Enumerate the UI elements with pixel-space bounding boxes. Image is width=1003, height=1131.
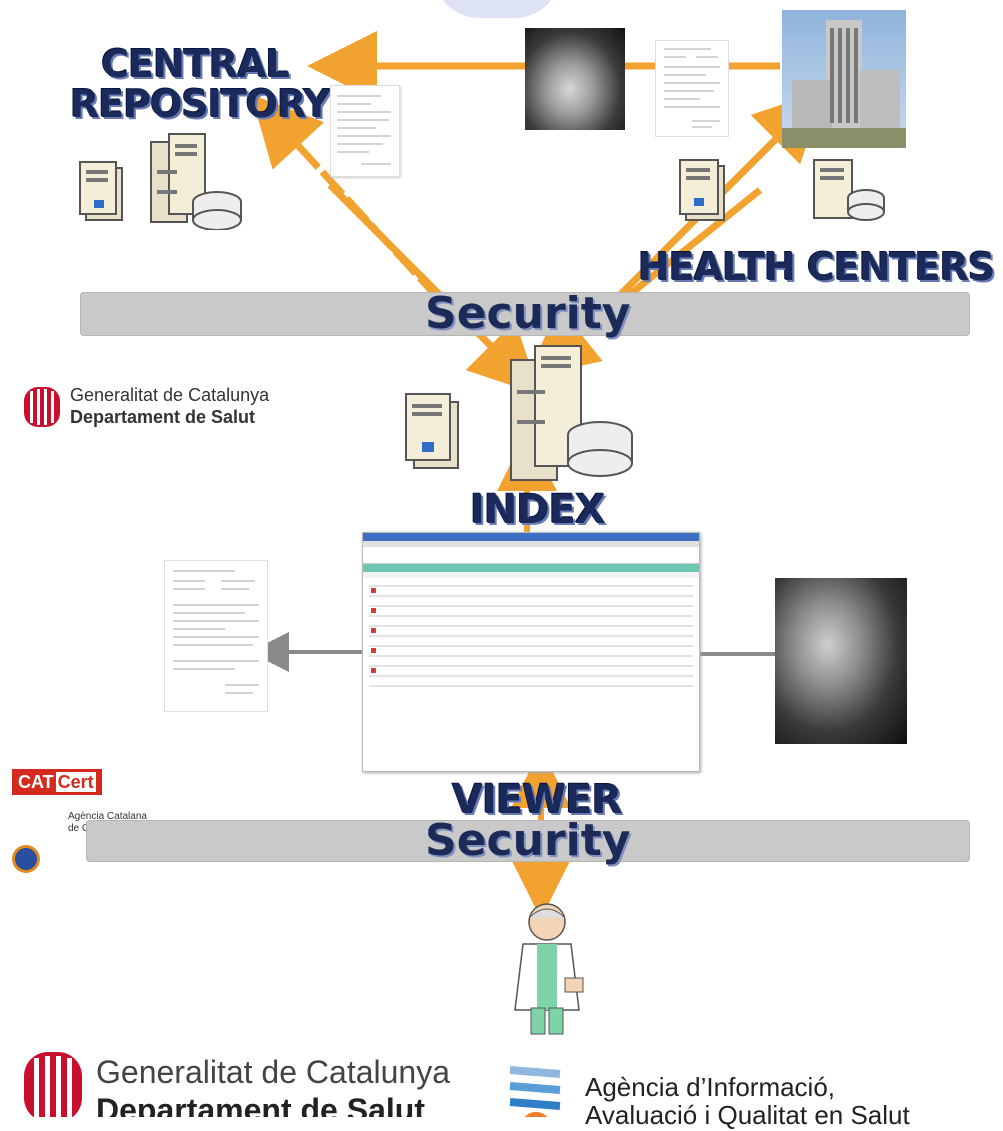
hospital-building-image xyxy=(782,10,906,148)
gencat-large-line1: Generalitat de Catalunya xyxy=(96,1054,450,1090)
health-center-server-icon xyxy=(679,159,725,221)
viewer-screenshot xyxy=(362,532,700,772)
security-bar-top xyxy=(80,292,970,336)
arrow-repository-to-index xyxy=(327,182,540,395)
central-repository-label: CENTRAL REPOSITORY xyxy=(70,42,331,126)
catcert-seal-icon xyxy=(12,845,40,873)
gencat-logo-large: Generalitat de Catalunya Departament de … xyxy=(22,1050,482,1117)
repository-database-icon xyxy=(150,133,242,230)
health-document-thumbnail xyxy=(655,40,729,137)
security-label-bottom: Security xyxy=(425,815,631,866)
repository-server-icon xyxy=(79,161,123,221)
health-centers-label: HEALTH CENTERS xyxy=(638,245,995,289)
catcert-line1: Agència Catalana xyxy=(68,811,147,822)
viewer-output-document xyxy=(164,560,268,712)
gencat-small-line1: Generalitat de Catalunya xyxy=(70,385,270,405)
repository-document-thumbnail xyxy=(330,85,400,177)
health-center-database-icon xyxy=(813,159,885,221)
gencat-logo-small: Generalitat de Catalunya Departament de … xyxy=(22,385,352,433)
gencat-emblem-large xyxy=(24,1052,82,1117)
xray-image-skull xyxy=(775,578,907,744)
doctor-user-icon xyxy=(514,903,584,1035)
security-label-top: Security xyxy=(425,288,631,339)
gencat-large-line2: Departament de Salut xyxy=(96,1092,425,1117)
index-database-icon xyxy=(510,345,633,481)
top-circle-decoration xyxy=(432,0,562,18)
index-label: INDEX xyxy=(470,487,606,533)
gencat-emblem-small xyxy=(24,387,60,427)
index-server-icon xyxy=(405,393,459,469)
agency-line2: Avaluació i Qualitat en Salut xyxy=(585,1100,910,1130)
security-bar-bottom xyxy=(86,820,970,862)
xray-image-top xyxy=(525,28,625,130)
viewer-label: VIEWER xyxy=(452,777,622,823)
agency-line1: Agència d’Informació, xyxy=(585,1072,836,1102)
gencat-small-line2: Departament de Salut xyxy=(70,407,256,427)
agency-emblem-icon xyxy=(509,1066,561,1117)
